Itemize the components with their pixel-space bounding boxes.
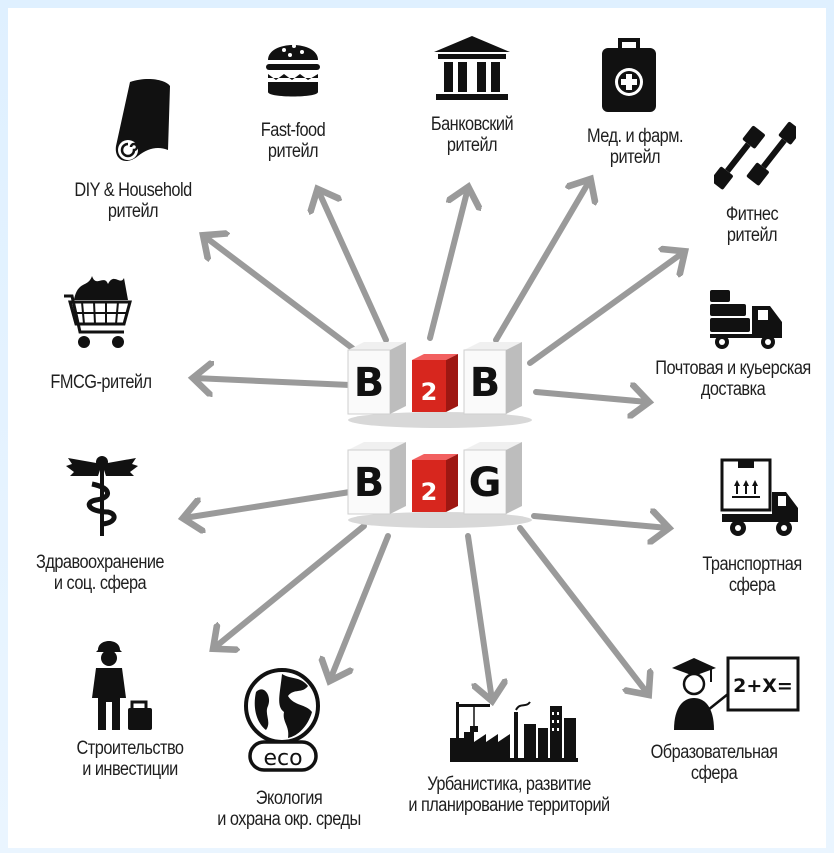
arrow-med [493, 180, 590, 343]
label-construction-line1: Строительство [76, 738, 184, 759]
label-fitness-line2: ритейл [726, 225, 778, 246]
eco-label: eco [263, 746, 302, 771]
label-diy: DIY & Household ритейл [60, 180, 206, 222]
label-diy-line1: DIY & Household [74, 180, 192, 201]
label-urban-line1: Урбанистика, развитие [427, 774, 591, 795]
label-fmcg: FMCG-ритейл [37, 372, 166, 393]
label-health: Здравоохранение и соц. сфера [24, 552, 175, 594]
arrow-fmcg [194, 378, 353, 385]
label-bank-line1: Банковский [430, 114, 514, 135]
arrow-education [517, 525, 648, 694]
label-construction: Строительство и инвестиции [70, 738, 190, 780]
arrow-fastfood [318, 190, 389, 343]
label-urban: Урбанистика, развитие и планирование тер… [402, 774, 617, 816]
label-diy-line2: ритейл [107, 201, 159, 222]
cube-row-2 [347, 442, 522, 515]
delivery-truck-icon [710, 290, 782, 349]
label-transport: Транспортная сфера [694, 554, 811, 596]
label-education-line1: Образовательная [650, 742, 778, 763]
teacher-board-icon: 2+X= [672, 656, 800, 730]
arrow-fitness [527, 252, 684, 366]
b2b-b2g-cubes: B 2 B B 2 G [347, 342, 532, 528]
label-ecology: Экология и охрана окр. среды [207, 788, 370, 830]
label-education-line2: сфера [690, 763, 738, 784]
shopping-cart-icon [64, 276, 132, 348]
arrow-urban [465, 533, 492, 700]
label-fmcg-line1: FMCG-ритейл [50, 372, 152, 393]
arrow-transport [531, 516, 668, 528]
bank-icon [434, 36, 510, 100]
label-med: Мед. и фарм. ритейл [577, 126, 692, 168]
label-bank: Банковский ритейл [422, 114, 522, 156]
diagram-canvas: B 2 B B 2 G [8, 8, 826, 848]
medkit-icon [602, 38, 656, 112]
burger-icon [266, 44, 320, 97]
label-fastfood-line1: Fast-food [260, 120, 326, 141]
label-bank-line2: ритейл [446, 135, 498, 156]
label-transport-line1: Транспортная [702, 554, 802, 575]
arrow-health [184, 489, 353, 518]
label-post-line2: доставка [700, 379, 766, 400]
cube-digit-2b: 2 [421, 478, 438, 506]
cube-row-1 [347, 342, 522, 415]
arrow-ecology [330, 533, 391, 680]
builder-icon [92, 641, 152, 730]
paint-roll-icon [115, 79, 170, 161]
label-urban-line2: и планирование территорий [408, 795, 610, 816]
city-industry-icon [450, 701, 578, 762]
label-health-line1: Здравоохранение [35, 552, 165, 573]
arrow-bank [427, 188, 468, 341]
arrow-construction [214, 523, 367, 648]
label-fitness-line1: Фитнес [725, 204, 779, 225]
label-ecology-line1: Экология [255, 788, 323, 809]
label-post: Почтовая и куьерская доставка [651, 358, 814, 400]
label-health-line2: и соц. сфера [53, 573, 147, 594]
label-fitness: Фитнес ритейл [718, 204, 787, 246]
label-ecology-line2: и охрана окр. среды [217, 809, 361, 830]
arrows-layer [8, 8, 826, 848]
cube-letter-b1: B [354, 360, 385, 406]
label-construction-line2: и инвестиции [82, 759, 178, 780]
cube-letter-b2: B [470, 360, 501, 406]
label-fastfood-line2: ритейл [267, 141, 319, 162]
label-transport-line2: сфера [728, 575, 776, 596]
caduceus-icon [66, 456, 138, 536]
cube-digit-2a: 2 [421, 378, 438, 406]
label-education: Образовательная сфера [638, 742, 789, 784]
arrow-post [533, 392, 648, 402]
arrow-diy [204, 236, 371, 363]
board-formula: 2+X= [733, 675, 793, 697]
cube-letter-g: G [469, 460, 502, 506]
label-med-line2: ритейл [609, 147, 661, 168]
label-med-line1: Мед. и фарм. [586, 126, 684, 147]
eco-globe-icon: eco [244, 668, 320, 772]
label-post-line1: Почтовая и куьерская [655, 358, 811, 379]
dumbbell-icon [714, 121, 796, 190]
label-fastfood: Fast-food ритейл [254, 120, 331, 162]
transport-truck-icon [720, 458, 798, 536]
cube-letter-b3: B [354, 460, 385, 506]
